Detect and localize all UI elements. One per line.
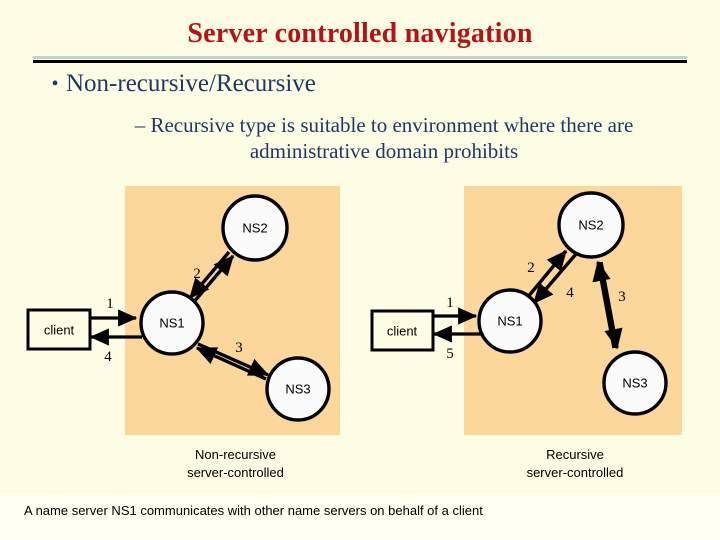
node-client-recursive: client <box>370 309 435 352</box>
caption-recursive-line1: Recursive <box>546 447 604 462</box>
bullet-marker-level1: • <box>51 73 59 95</box>
bullet-level1-text: Non-recursive/Recursive <box>66 70 316 97</box>
node-label-client-r: client <box>387 324 418 339</box>
footer-note: A name server NS1 communicates with othe… <box>24 503 483 518</box>
node-client-non-recursive: client <box>26 308 92 351</box>
caption-non-recursive: Non-recursive server-controlled <box>128 446 343 482</box>
node-label-client: client <box>44 323 75 338</box>
diagram-panel-non-recursive <box>125 186 340 435</box>
bullet-level1: • Non-recursive/Recursive <box>44 70 704 98</box>
bullet-level2-text: Recursive type is suitable to environmen… <box>150 113 634 163</box>
edge-label-4: 4 <box>104 349 112 365</box>
diagram-panel-recursive <box>464 186 682 435</box>
edge-label-1: 1 <box>106 296 114 312</box>
footer-band <box>0 495 720 540</box>
caption-non-recursive-line2: server-controlled <box>187 465 284 480</box>
edge-label-5-r: 5 <box>446 346 454 362</box>
caption-non-recursive-line1: Non-recursive <box>195 447 276 462</box>
bullet-level2: – Recursive type is suitable to environm… <box>84 112 684 164</box>
caption-recursive: Recursive server-controlled <box>466 446 684 482</box>
edge-label-1-r: 1 <box>446 295 454 311</box>
title-rule-black <box>33 60 687 63</box>
title-rule-gray <box>33 56 687 59</box>
page-title: Server controlled navigation <box>187 18 533 49</box>
caption-recursive-line2: server-controlled <box>526 465 624 480</box>
bullet-marker-level2: – <box>134 113 146 137</box>
